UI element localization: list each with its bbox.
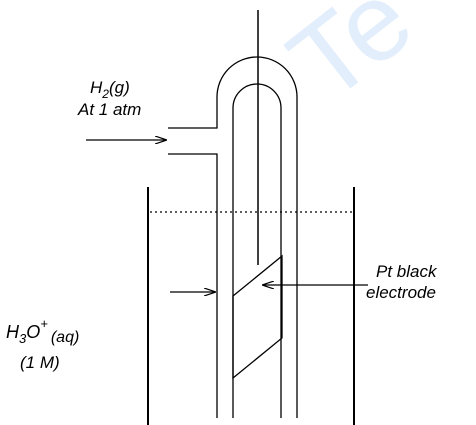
- electrode-label-line1: Pt black: [376, 262, 438, 281]
- pt-electrode-plate: [232, 254, 283, 380]
- electrode-label-line2: electrode: [366, 283, 436, 302]
- glass-tube-outer: [168, 56, 298, 418]
- watermark-text: Te: [267, 0, 434, 125]
- concentration-label: (1 M): [20, 353, 60, 372]
- ion-label: H3O+(aq): [6, 316, 79, 346]
- glass-tube-inner: [232, 83, 282, 418]
- pressure-label: At 1 atm: [77, 100, 141, 119]
- gas-label: H2(g): [90, 78, 130, 101]
